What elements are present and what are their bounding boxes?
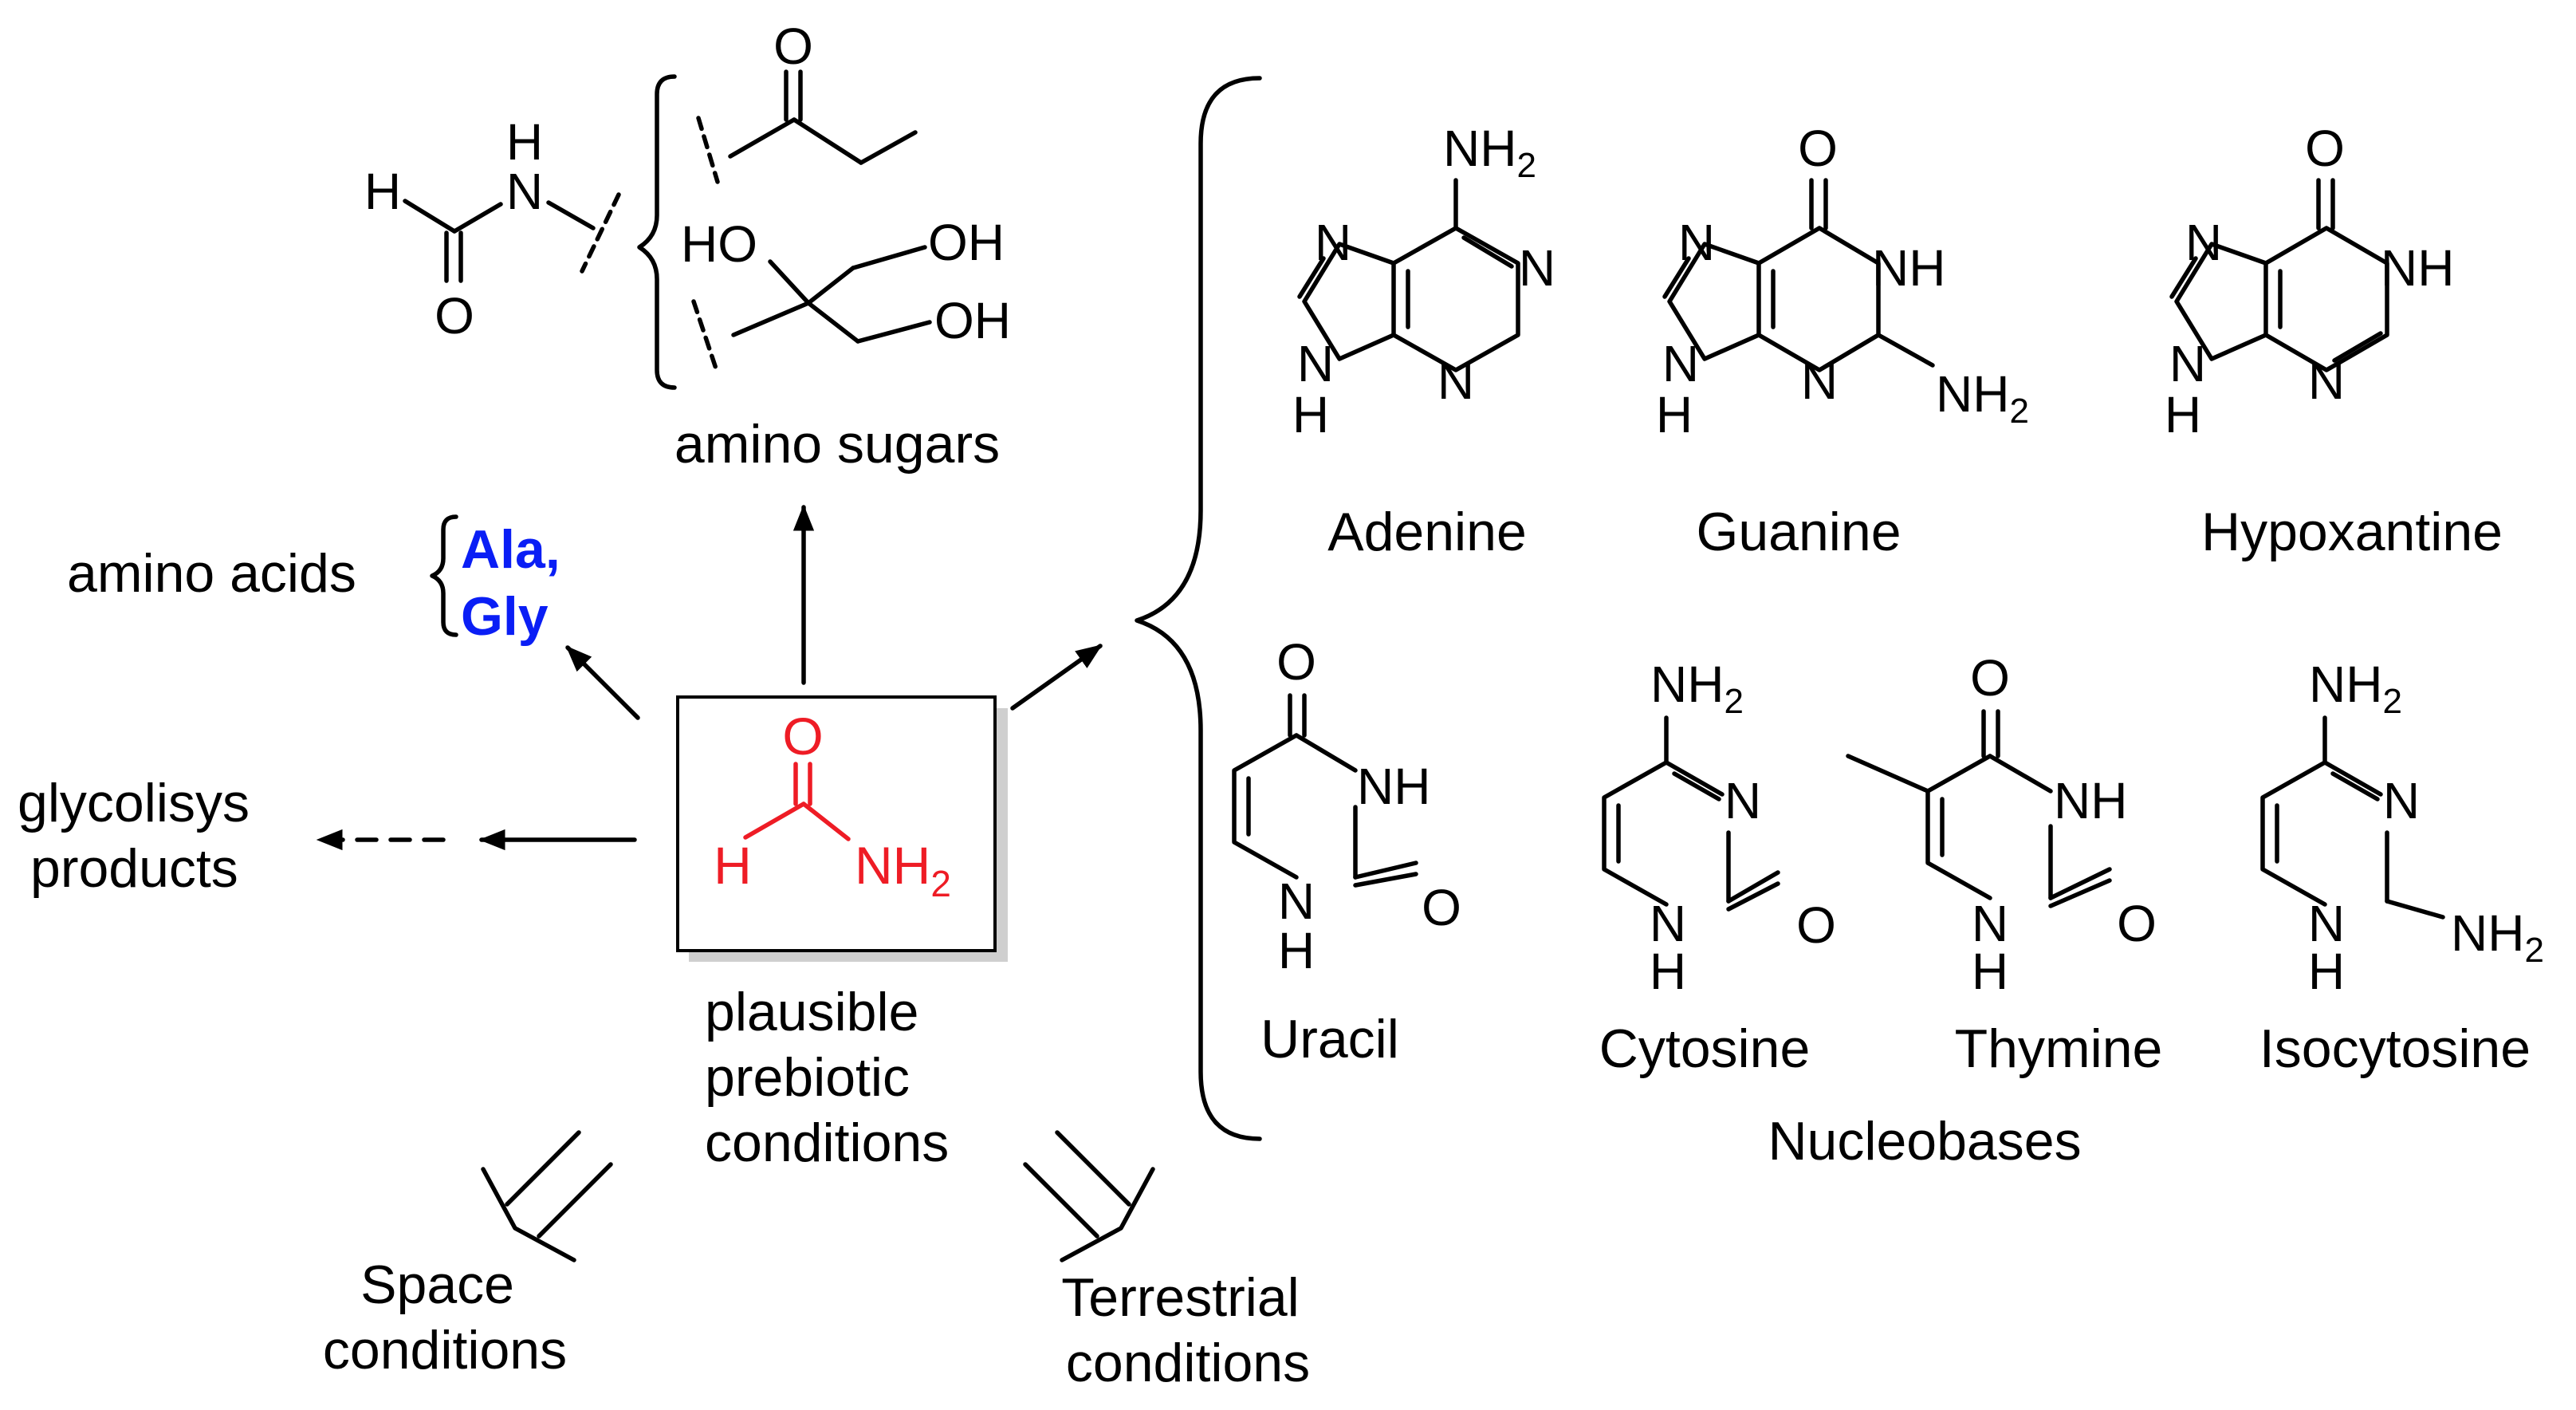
triol-fragment: HO OH OH <box>681 214 1011 371</box>
formamide-O: O <box>782 707 823 766</box>
amino-acids-brace <box>430 514 458 637</box>
svg-text:H: H <box>506 113 543 171</box>
uracil-structure: O NH N H O <box>1232 633 1461 979</box>
svg-text:OH: OH <box>934 292 1011 349</box>
svg-text:N: N <box>1437 352 1474 410</box>
svg-text:N: N <box>506 163 543 220</box>
svg-text:N: N <box>1678 214 1715 271</box>
svg-text:O: O <box>2305 120 2345 177</box>
formamide-molecule: O H NH2 <box>714 707 951 904</box>
adenine-label: Adenine <box>1327 502 1527 562</box>
uracil-label: Uracil <box>1260 1009 1399 1069</box>
space-conditions-label: Space conditions <box>323 1254 567 1380</box>
svg-text:H: H <box>1972 943 2008 1000</box>
amino-sugars-label: amino sugars <box>674 414 1000 475</box>
svg-text:N: N <box>1297 335 1334 392</box>
svg-text:NH: NH <box>2054 772 2127 829</box>
svg-text:H: H <box>1650 943 1686 1000</box>
svg-text:N: N <box>2169 335 2206 392</box>
ketone-fragment: O <box>696 18 918 184</box>
svg-text:NH2: NH2 <box>2309 656 2402 721</box>
formamide-box: O H NH2 <box>676 695 1008 962</box>
svg-text:O: O <box>773 18 813 75</box>
svg-text:H: H <box>2308 943 2345 1000</box>
svg-text:NH2: NH2 <box>2451 904 2544 970</box>
svg-text:O: O <box>1798 120 1838 177</box>
svg-text:N: N <box>1519 239 1555 297</box>
thymine-label: Thymine <box>1955 1018 2163 1079</box>
formamide-NH2: NH2 <box>855 836 951 904</box>
center-caption: plausible prebiotic conditions <box>705 982 949 1173</box>
amino-acid-gly: Gly <box>461 586 549 647</box>
hypoxantine-structure: O N N H NH N <box>2165 120 2455 443</box>
arrow-to-terrestrial <box>1023 1130 1155 1262</box>
svg-text:H: H <box>364 163 401 220</box>
svg-text:NH: NH <box>1357 758 1430 815</box>
amino-acid-ala: Ala, <box>461 519 560 580</box>
svg-text:H: H <box>1278 922 1315 979</box>
terrestrial-conditions-label: Terrestrial conditions <box>1061 1267 1314 1393</box>
nucleobases-brace <box>1135 76 1262 1141</box>
svg-text:NH2: NH2 <box>1936 365 2029 431</box>
svg-text:O: O <box>1276 633 1316 691</box>
svg-text:N: N <box>1725 772 1761 829</box>
svg-text:N: N <box>2308 895 2345 952</box>
svg-text:O: O <box>435 287 474 345</box>
arrow-to-nucleobases <box>1010 644 1103 711</box>
sugar-brace <box>637 74 677 390</box>
svg-text:N: N <box>1662 335 1699 392</box>
adenine-structure: NH2 N N H N N <box>1292 120 1555 443</box>
svg-text:O: O <box>1970 649 2010 707</box>
guanine-structure: O N N H NH N NH2 <box>1656 120 2029 443</box>
svg-text:HO: HO <box>681 215 757 273</box>
svg-text:N: N <box>1972 895 2008 952</box>
svg-text:O: O <box>1422 879 1461 936</box>
cytosine-label: Cytosine <box>1599 1018 1811 1079</box>
isocytosine-structure: NH2 N N H NH2 <box>2260 656 2544 1000</box>
cytosine-structure: NH2 N N H O <box>1602 656 1836 1000</box>
svg-text:N: N <box>2185 214 2222 271</box>
svg-text:N: N <box>1650 895 1686 952</box>
svg-text:NH: NH <box>2381 239 2454 297</box>
svg-text:OH: OH <box>928 214 1005 271</box>
thymine-structure: O NH N H O <box>1846 649 2157 1000</box>
hypoxantine-label: Hypoxantine <box>2201 502 2503 562</box>
svg-text:NH: NH <box>1872 239 1945 297</box>
svg-text:O: O <box>1796 896 1836 954</box>
nucleobases-group-label: Nucleobases <box>1768 1111 2081 1172</box>
svg-text:NH2: NH2 <box>1443 120 1536 185</box>
arrow-to-amino-acids <box>565 645 640 720</box>
guanine-label: Guanine <box>1696 502 1901 562</box>
glycolysis-label: glycolisys products <box>18 773 265 899</box>
arrow-to-space <box>481 1130 613 1262</box>
svg-text:O: O <box>2117 895 2157 952</box>
box-frame <box>676 695 997 952</box>
formamide-H: H <box>714 836 752 895</box>
svg-text:N: N <box>2383 772 2420 829</box>
amino-acids-label: amino acids <box>67 543 356 604</box>
svg-text:N: N <box>1278 872 1315 930</box>
svg-text:H: H <box>1292 386 1329 443</box>
isocytosine-label: Isocytosine <box>2259 1018 2531 1079</box>
svg-text:N: N <box>1801 352 1838 410</box>
svg-text:NH2: NH2 <box>1650 656 1744 721</box>
svg-text:H: H <box>2165 386 2201 443</box>
svg-text:N: N <box>2308 352 2345 410</box>
n-formyl-group: H O H N <box>364 113 621 345</box>
svg-text:N: N <box>1315 214 1351 271</box>
svg-text:H: H <box>1656 386 1693 443</box>
